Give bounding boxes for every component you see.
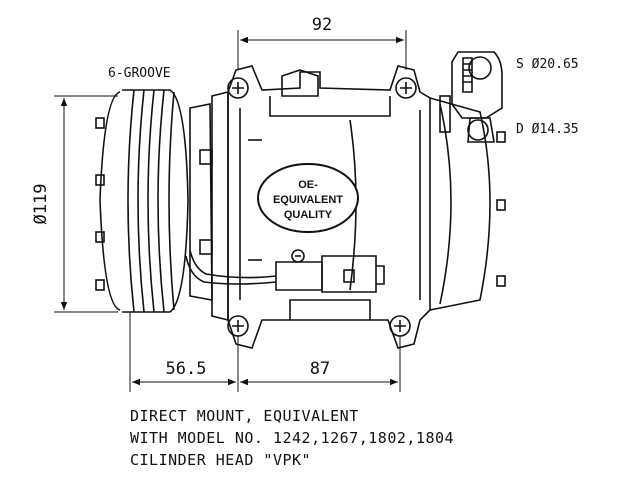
dimension-lines (54, 30, 407, 392)
compressor-body (227, 65, 431, 349)
note-line-2: WITH MODEL NO. 1242,1267,1802,1804 (130, 429, 454, 447)
stamp-line-2: EQUIVALENT (273, 194, 343, 206)
compressor-outline (95, 51, 506, 349)
port-block (439, 51, 503, 143)
note-line-1: DIRECT MOUNT, EQUIVALENT (130, 407, 359, 425)
suction-port-label: S Ø20.65 (516, 57, 579, 72)
groove-label: 6-GROOVE (108, 66, 171, 81)
oe-quality-stamp: OE- EQUIVALENT QUALITY (257, 163, 359, 233)
rear-head (429, 97, 506, 311)
dim-bottom-left: 56.5 (166, 359, 207, 379)
front-cover (189, 90, 229, 322)
top-nut (281, 69, 319, 97)
discharge-port-label: D Ø14.35 (516, 122, 579, 137)
pulley (95, 89, 189, 313)
stamp-line-1: OE- (298, 179, 318, 191)
dim-top-width: 92 (312, 15, 332, 35)
electrical-connector (185, 249, 385, 293)
note-line-3: CILINDER HEAD "VPK" (130, 451, 311, 469)
dim-diameter: Ø119 (31, 184, 51, 225)
dim-bottom-right: 87 (310, 359, 330, 379)
stamp-line-3: QUALITY (284, 209, 333, 221)
